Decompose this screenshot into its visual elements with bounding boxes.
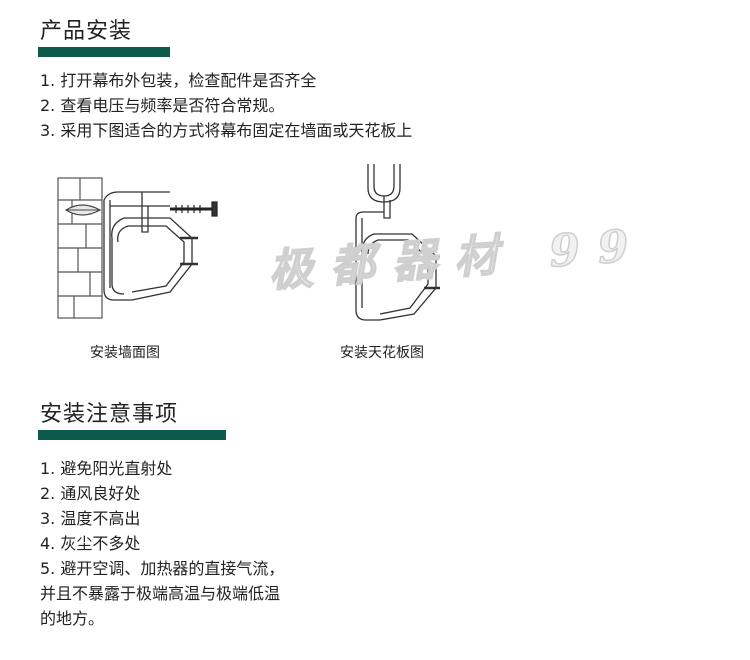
notes-section-title: 安装注意事项: [40, 402, 179, 427]
notes-accent-bar: [38, 430, 226, 440]
install-accent-bar: [38, 47, 170, 57]
note-item: 1. 避免阳光直射处: [40, 459, 173, 478]
wall-mount-diagram: [57, 177, 218, 319]
install-step: 1. 打开幕布外包装，检查配件是否齐全: [40, 71, 317, 90]
note-item: 5. 避开空调、加热器的直接气流，并且不暴露于极端高温与极端低温的地方。: [40, 559, 285, 628]
install-section-title: 产品安装: [40, 19, 133, 44]
ceiling-caption: 安装天花板图: [340, 345, 424, 361]
wall-caption: 安装墙面图: [90, 345, 160, 361]
ceiling-mount-diagram: [355, 164, 440, 321]
install-steps-list: 1. 打开幕布外包装，检查配件是否齐全 2. 查看电压与频率是否符合常规。 3.…: [40, 68, 412, 143]
note-item: 3. 温度不高出: [40, 509, 141, 528]
watermark: 极都器材 99: [266, 219, 649, 298]
install-step: 3. 采用下图适合的方式将幕布固定在墙面或天花板上: [40, 121, 413, 140]
note-item: 2. 通风良好处: [40, 484, 141, 503]
install-step: 2. 查看电压与频率是否符合常规。: [40, 96, 285, 115]
note-item: 4. 灰尘不多处: [40, 534, 141, 553]
notes-list: 1. 避免阳光直射处 2. 通风良好处 3. 温度不高出 4. 灰尘不多处 5.…: [40, 456, 290, 631]
